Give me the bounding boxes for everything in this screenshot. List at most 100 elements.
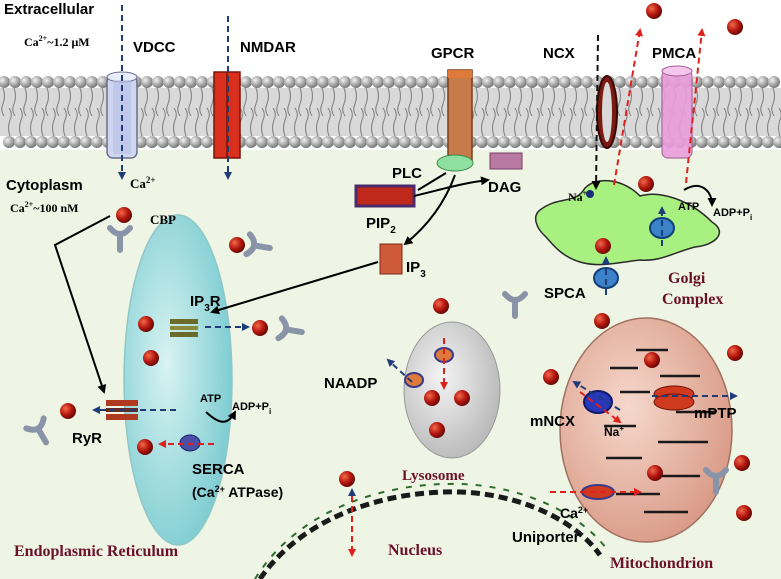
label-endoplasmic-reticulum: Endoplasmic Reticulum <box>14 543 179 560</box>
ncx-na-arrow <box>591 34 601 190</box>
label-mito-ca: Ca2+ <box>560 505 588 521</box>
lipid-head <box>245 136 257 148</box>
lipid-head <box>476 136 488 148</box>
lipid-head <box>515 76 527 88</box>
lipid-head <box>9 76 21 88</box>
lipid-head <box>652 136 664 148</box>
lipid-head <box>64 76 76 88</box>
calcium-ion <box>594 313 610 329</box>
cbp-protein-icon <box>23 415 49 446</box>
lipid-head <box>284 76 296 88</box>
label-ip3r: IP3R <box>190 293 221 314</box>
cbp-protein-icon <box>107 225 133 253</box>
cbp-protein-icon <box>703 467 729 495</box>
label-cytoplasm: Cytoplasm <box>6 177 83 194</box>
lipid-head <box>135 136 147 148</box>
lipid-head <box>575 136 587 148</box>
label-cbp: CBP <box>150 212 176 227</box>
lipid-head <box>289 136 301 148</box>
calcium-ion <box>137 439 153 455</box>
efflux-arrows <box>158 28 706 557</box>
lipid-head <box>152 76 164 88</box>
lipid-head <box>383 76 395 88</box>
lipid-head <box>31 76 43 88</box>
lipid-head <box>773 136 781 148</box>
lipid-head <box>548 76 560 88</box>
label-serca: SERCA <box>192 461 245 478</box>
lipid-head <box>641 136 653 148</box>
lipid-head <box>190 136 202 148</box>
lipid-head <box>564 136 576 148</box>
lipid-head <box>399 136 411 148</box>
cbp-protein-icon <box>275 315 305 342</box>
lipid-head <box>559 76 571 88</box>
lipid-head <box>377 136 389 148</box>
label-golgi-line2: Complex <box>662 291 723 308</box>
lipid-head <box>20 76 32 88</box>
label-plc: PLC <box>392 165 422 182</box>
lipid-head <box>405 76 417 88</box>
lipid-head <box>146 136 158 148</box>
lipid-head <box>185 76 197 88</box>
mncx-exchanger-icon <box>583 390 613 414</box>
lipid-head <box>300 136 312 148</box>
lipid-head <box>53 76 65 88</box>
gpcr-receptor <box>447 69 473 163</box>
label-naadp: NAADP <box>324 375 377 392</box>
lipid-head <box>614 76 626 88</box>
calcium-ion <box>646 3 662 19</box>
lipid-head <box>196 76 208 88</box>
lipid-head <box>80 136 92 148</box>
lipid-head <box>157 136 169 148</box>
lipid-head <box>75 76 87 88</box>
lipid-head <box>504 76 516 88</box>
label-mncx: mNCX <box>530 413 575 430</box>
label-dag: DAG <box>488 179 521 196</box>
label-golgi-line1: Golgi <box>668 270 706 287</box>
label-ca-cytoplasm: Ca2+~100 nM <box>10 200 78 215</box>
lipid-head <box>740 136 752 148</box>
label-nucleus: Nucleus <box>388 542 442 559</box>
lipid-head <box>3 136 15 148</box>
lipid-head <box>735 76 747 88</box>
lipid-head <box>498 136 510 148</box>
label-pmca: PMCA <box>652 45 696 62</box>
lipid-head <box>355 136 367 148</box>
label-serca-atpase: (Ca2+ ATPase) <box>192 484 283 500</box>
na-ion <box>586 190 594 198</box>
label-spca: SPCA <box>544 285 586 302</box>
uniporter-icon <box>581 484 615 500</box>
lipid-head <box>553 136 565 148</box>
calcium-ion <box>143 350 159 366</box>
lipid-head <box>493 76 505 88</box>
lipid-head <box>707 136 719 148</box>
lipid-head <box>768 76 780 88</box>
label-ip3: IP3 <box>406 259 426 280</box>
lipid-head <box>586 136 598 148</box>
calcium-ion <box>138 316 154 332</box>
lipid-head <box>702 76 714 88</box>
cbp-protein-icon <box>502 291 528 319</box>
label-adp-pmca: ADP+Pi <box>713 207 752 222</box>
calcium-ion <box>595 238 611 254</box>
pmca-pump <box>661 65 693 159</box>
label-vdcc: VDCC <box>133 39 176 56</box>
label-atp-pmca: ATP <box>678 201 699 213</box>
lipid-head <box>421 136 433 148</box>
lipid-head <box>526 76 538 88</box>
lipid-head <box>416 76 428 88</box>
lipid-head <box>328 76 340 88</box>
calcium-ion <box>60 403 76 419</box>
lipid-head <box>713 76 725 88</box>
label-na-plus: Na+ <box>568 189 588 204</box>
lipid-head <box>179 136 191 148</box>
label-ryr: RyR <box>72 430 102 447</box>
dag-molecule <box>489 152 523 170</box>
label-ca-ion: Ca2+ <box>130 175 156 191</box>
label-ncx: NCX <box>543 45 575 62</box>
lipid-head <box>581 76 593 88</box>
lipid-head <box>724 76 736 88</box>
lipid-head <box>344 136 356 148</box>
calcium-ion <box>433 298 449 314</box>
